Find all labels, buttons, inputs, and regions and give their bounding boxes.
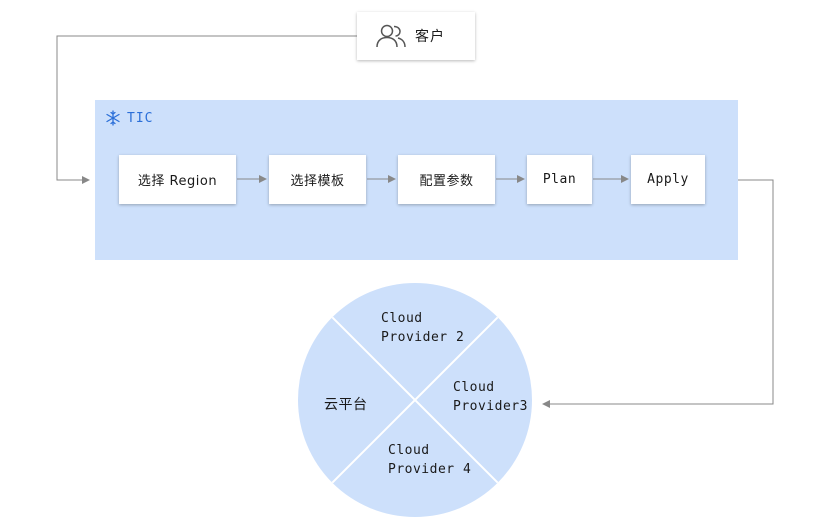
customer-box: 客户 — [357, 12, 475, 60]
segment-line: Provider3 — [453, 399, 528, 414]
step-plan: Plan — [527, 155, 592, 204]
segment-line: Provider 4 — [388, 462, 472, 477]
step-apply: Apply — [631, 155, 705, 204]
tic-title: TIC — [127, 110, 154, 126]
step-select-region: 选择 Region — [119, 155, 236, 204]
cloud-provider-3-label: Cloud Provider3 — [453, 378, 528, 416]
cloud-platform-label: 云平台 — [324, 396, 368, 415]
snowflake-icon — [105, 110, 121, 126]
segment-line: 云平台 — [324, 397, 368, 413]
step-label: 选择 Region — [137, 174, 218, 189]
step-label: 选择模板 — [290, 174, 345, 189]
step-label: Plan — [542, 172, 577, 187]
step-label: 配置参数 — [419, 174, 474, 189]
step-configure-parameters: 配置参数 — [398, 155, 495, 204]
step-select-template: 选择模板 — [269, 155, 366, 204]
segment-line: Cloud — [381, 311, 423, 326]
segment-line: Provider 2 — [381, 330, 465, 345]
customer-label: 客户 — [415, 29, 445, 45]
step-label: Apply — [647, 172, 689, 187]
segment-line: Cloud — [388, 443, 430, 458]
cloud-provider-2-label: Cloud Provider 2 — [381, 309, 464, 347]
segment-line: Cloud — [453, 380, 495, 395]
users-icon — [375, 22, 407, 50]
cloud-provider-4-label: Cloud Provider 4 — [388, 441, 471, 479]
tic-header: TIC — [105, 110, 153, 126]
